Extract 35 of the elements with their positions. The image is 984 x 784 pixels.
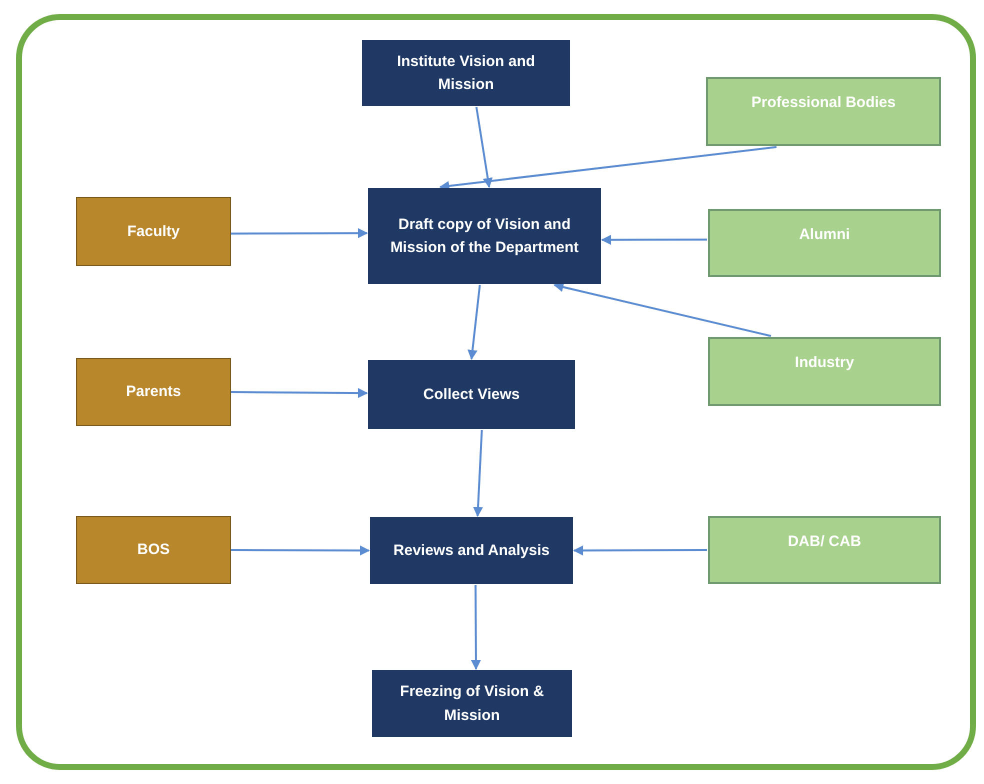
- process-box: [708, 209, 941, 277]
- box-label: BOS: [137, 540, 170, 560]
- arrow: [231, 228, 368, 238]
- box-label: Alumni: [799, 225, 850, 245]
- box-label: Institute Vision and Mission: [396, 52, 536, 95]
- box-label: Draft copy of Vision and Mission of the Department: [389, 214, 580, 258]
- box-label: Collect Views: [423, 384, 520, 405]
- process-box: [76, 197, 231, 266]
- process-box: [362, 40, 570, 106]
- process-box: [708, 516, 941, 584]
- arrow: [470, 585, 481, 670]
- process-box: [706, 77, 941, 146]
- arrow: [231, 388, 368, 398]
- arrow: [468, 284, 481, 360]
- box-label: Freezing of Vision & Mission: [399, 682, 545, 726]
- box-label: Industry: [794, 353, 854, 373]
- process-box: [372, 670, 572, 737]
- arrow: [439, 146, 777, 191]
- arrow: [475, 106, 493, 188]
- process-box: [76, 358, 231, 426]
- arrow: [601, 234, 707, 245]
- process-box: [370, 517, 573, 584]
- box-label: Parents: [126, 382, 182, 402]
- arrow: [553, 282, 772, 337]
- box-label: Reviews and Analysis: [393, 540, 550, 561]
- box-label: Professional Bodies: [751, 93, 896, 113]
- process-box: [368, 360, 575, 429]
- arrow: [573, 545, 707, 556]
- process-box: [708, 337, 941, 406]
- arrow: [473, 430, 484, 517]
- arrow: [231, 545, 370, 556]
- process-box: [368, 188, 601, 284]
- box-label: Faculty: [127, 222, 180, 242]
- process-box: [76, 516, 231, 584]
- box-label: DAB/ CAB: [788, 532, 862, 552]
